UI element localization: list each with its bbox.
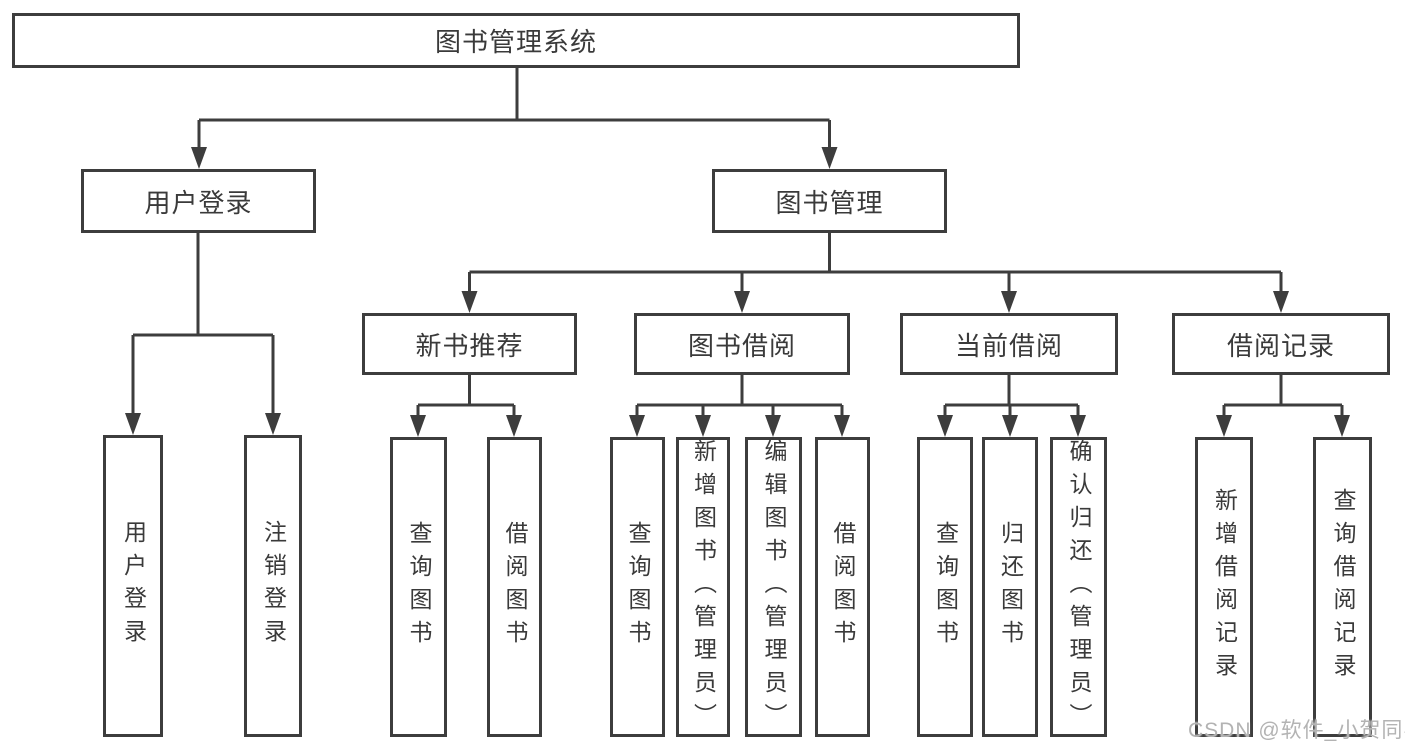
leaf-label: 确认归还（管理员） <box>1066 438 1092 736</box>
leaf-borrow-books-recommend: 借阅图书 <box>487 437 542 737</box>
leaf-return-books: 归还图书 <box>982 437 1038 737</box>
node-borrowing-records: 借阅记录 <box>1172 313 1390 375</box>
node-current-borrowing: 当前借阅 <box>900 313 1118 375</box>
leaf-label: 编辑图书（管理员） <box>761 438 787 736</box>
node-label: 图书借阅 <box>687 330 796 361</box>
leaf-user-login: 用户登录 <box>103 435 163 737</box>
leaf-label: 归还图书 <box>997 521 1024 653</box>
leaf-label: 注销登录 <box>260 520 287 652</box>
node-label: 新书推荐 <box>415 330 524 361</box>
leaf-add-books-admin: 新增图书（管理员） <box>676 437 730 737</box>
leaf-label: 新增借阅记录 <box>1211 488 1238 686</box>
leaf-query-books-current: 查询图书 <box>917 437 973 737</box>
leaf-edit-books-admin: 编辑图书（管理员） <box>745 437 802 737</box>
leaf-label: 查询借阅记录 <box>1330 488 1356 686</box>
node-new-book-recommend: 新书推荐 <box>362 313 577 375</box>
node-label: 当前借阅 <box>954 330 1063 361</box>
leaf-query-borrow-record: 查询借阅记录 <box>1313 437 1372 737</box>
node-library-management-system: 图书管理系统 <box>12 13 1020 68</box>
node-label: 用户登录 <box>144 187 253 218</box>
leaf-label: 查询图书 <box>406 521 432 653</box>
node-label: 图书管理系统 <box>434 27 597 57</box>
leaf-borrow-books: 借阅图书 <box>815 437 870 737</box>
node-book-borrowing: 图书借阅 <box>634 313 850 375</box>
leaf-logout: 注销登录 <box>244 435 302 737</box>
leaf-query-books-recommend: 查询图书 <box>390 437 447 737</box>
leaf-label: 查询图书 <box>932 521 959 653</box>
node-book-management: 图书管理 <box>712 169 947 233</box>
leaf-label: 借阅图书 <box>830 521 856 653</box>
leaf-label: 借阅图书 <box>502 521 528 653</box>
node-label: 图书管理 <box>775 187 884 218</box>
leaf-label: 新增图书（管理员） <box>690 438 717 736</box>
leaf-query-books-borrowing: 查询图书 <box>610 437 665 737</box>
node-user-login: 用户登录 <box>81 169 316 233</box>
node-label: 借阅记录 <box>1226 330 1335 361</box>
leaf-label: 查询图书 <box>625 521 651 653</box>
leaf-label: 用户登录 <box>120 520 147 652</box>
leaf-add-borrow-record: 新增借阅记录 <box>1195 437 1253 737</box>
leaf-confirm-return-admin: 确认归还（管理员） <box>1050 437 1107 737</box>
